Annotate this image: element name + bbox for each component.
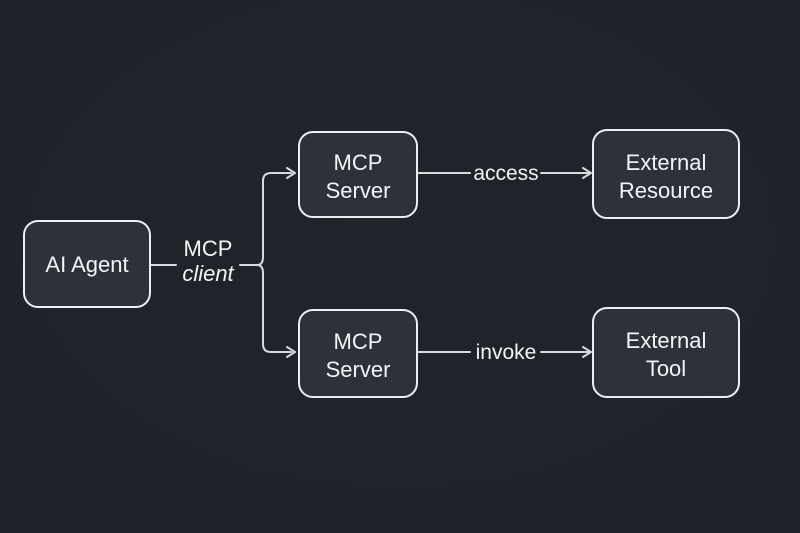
node-label-line2: Tool [646, 356, 686, 381]
node-label-line1: External [626, 150, 707, 175]
edge-fork-to-top-server [256, 167, 296, 266]
node-external-resource: External Resource [592, 129, 740, 219]
node-box [592, 129, 740, 219]
node-label-line1: MCP [334, 150, 383, 175]
node-external-tool: External Tool [592, 307, 740, 398]
arrowhead-icon [286, 346, 296, 358]
node-label-line1: External [626, 328, 707, 353]
edge-label-mcp-client: MCP client [182, 236, 234, 286]
edge-line [256, 172, 292, 266]
edge-invoke: invoke [416, 341, 592, 364]
arrowhead-icon [582, 167, 592, 179]
node-label-line2: Server [326, 357, 391, 382]
node-label: AI Agent [45, 252, 128, 277]
node-box [592, 307, 740, 398]
node-ai-agent: AI Agent [23, 220, 151, 308]
mcp-client-label-line2: client [182, 261, 234, 286]
edge-label-access: access [473, 162, 538, 185]
arrowhead-icon [582, 346, 592, 358]
mcp-client-label-line1: MCP [184, 236, 233, 261]
node-box [23, 220, 151, 308]
edge-line [256, 264, 292, 353]
edge-fork-to-bottom-server [256, 264, 296, 358]
node-box [298, 309, 418, 398]
node-label-line1: MCP [334, 329, 383, 354]
node-box [298, 131, 418, 218]
node-label-line2: Resource [619, 178, 713, 203]
edge-access: access [416, 162, 592, 185]
node-mcp-server-top: MCP Server [298, 131, 418, 218]
edge-label-invoke: invoke [476, 341, 537, 364]
node-mcp-server-bottom: MCP Server [298, 309, 418, 398]
node-label-line2: Server [326, 178, 391, 203]
arrowhead-icon [286, 167, 296, 179]
